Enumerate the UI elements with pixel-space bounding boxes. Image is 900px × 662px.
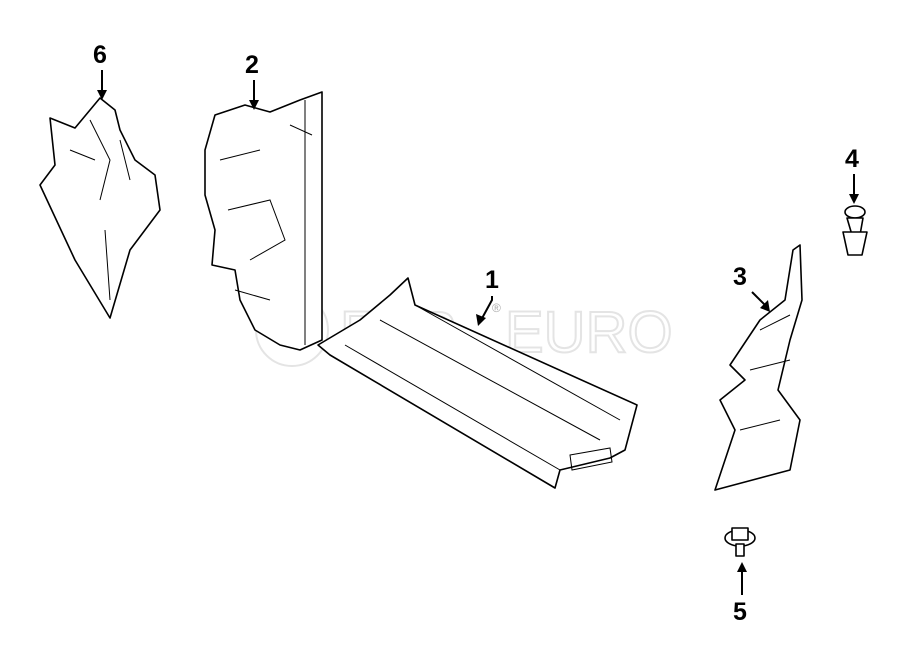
part-2-air-duct[interactable] (204, 91, 323, 351)
svg-text:4: 4 (845, 145, 859, 173)
callout-5: 5 (733, 562, 747, 626)
svg-text:6: 6 (93, 41, 107, 69)
part-4-push-clip[interactable] (842, 205, 868, 256)
callout-6: 6 (93, 41, 107, 100)
svg-text:2: 2 (245, 51, 259, 79)
callout-2: 2 (245, 51, 259, 110)
part-6-air-guide[interactable] (39, 97, 161, 319)
svg-text:®: ® (492, 301, 501, 315)
callout-4: 4 (845, 145, 859, 204)
callout-1: 1 (476, 266, 499, 326)
svg-text:EURO: EURO (505, 300, 673, 365)
part-1-lower-deflector[interactable] (317, 277, 638, 489)
svg-text:1: 1 (485, 266, 499, 294)
part-3-air-duct[interactable] (714, 244, 803, 491)
part-5-flange-bolt[interactable] (724, 527, 756, 557)
callout-3: 3 (733, 263, 770, 312)
svg-text:3: 3 (733, 263, 747, 291)
svg-text:5: 5 (733, 598, 747, 626)
